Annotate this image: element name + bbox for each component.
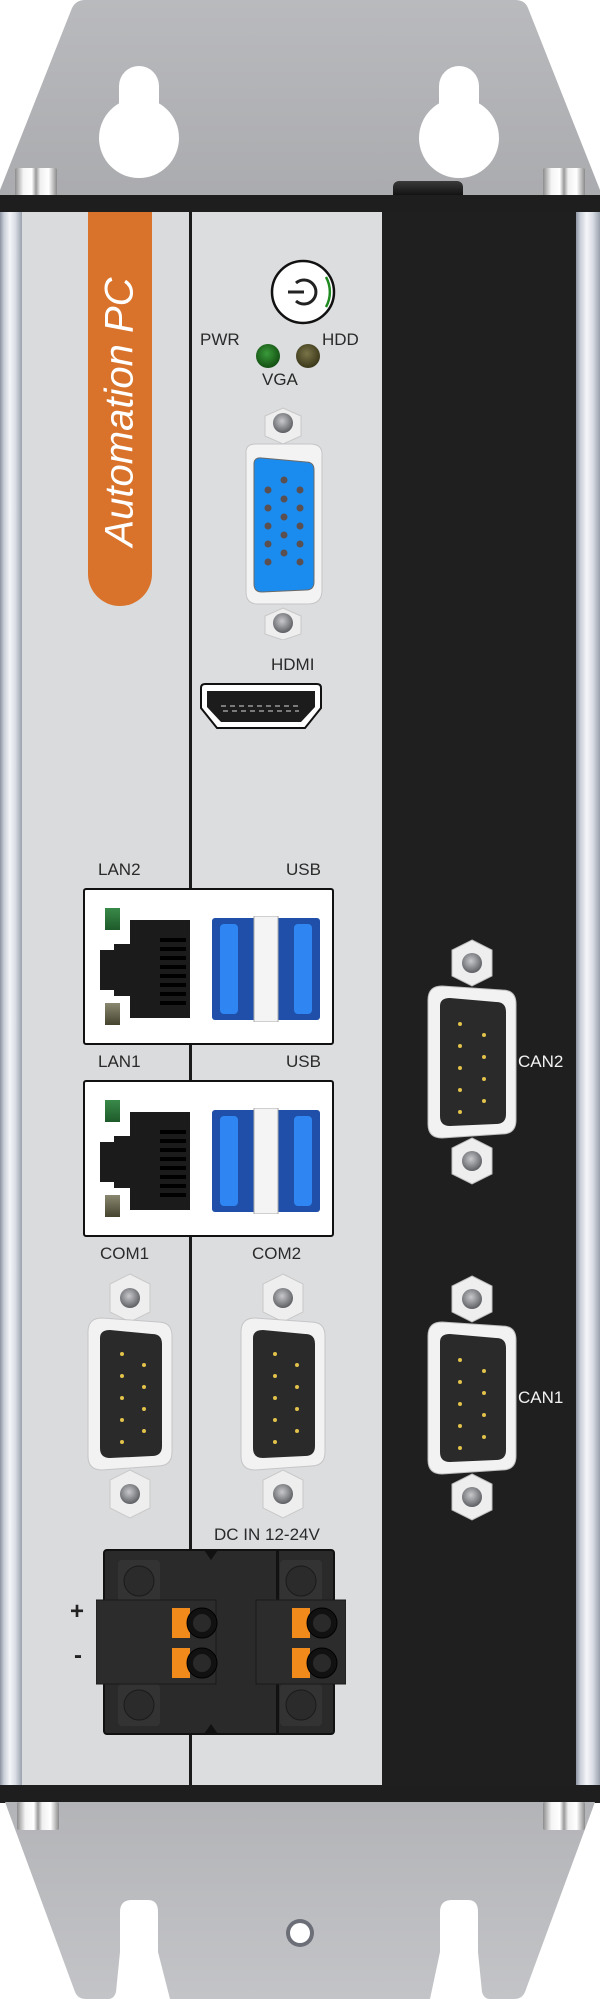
dc-in-label: DC IN 12-24V (214, 1525, 320, 1544)
screw-icon (462, 1151, 482, 1171)
screw-icon (273, 1288, 293, 1308)
pwr-label: PWR (200, 330, 240, 349)
lan2-link-led-icon (105, 908, 120, 930)
usb-top-label: USB (286, 860, 321, 879)
lan2-usb-block (83, 888, 334, 1045)
keyhole-right (419, 66, 499, 178)
screw-icon (273, 613, 293, 633)
bottom-mounting-bracket (5, 1802, 595, 1999)
can1-db9-port[interactable] (424, 1272, 520, 1522)
com1-label: COM1 (100, 1244, 150, 1263)
vga-label: VGA (262, 370, 298, 389)
bottom-black-band (0, 1785, 600, 1803)
usb-bottom-label: USB (286, 1052, 321, 1071)
screw-icon (462, 1487, 482, 1507)
lan2-activity-led-icon (105, 1003, 120, 1025)
hdd-label: HDD (322, 330, 359, 349)
brand-label-text: Automation PC (97, 277, 142, 547)
left-side-rail (0, 212, 22, 1786)
com2-db9-port[interactable] (235, 1272, 331, 1522)
can1-label: CAN1 (518, 1388, 564, 1407)
hdmi-label: HDMI (271, 655, 315, 674)
lan1-label: LAN1 (98, 1052, 141, 1071)
standoff-bottom-right (543, 1802, 585, 1830)
hdd-led-icon (296, 344, 320, 368)
hdmi-port[interactable] (197, 682, 325, 734)
vga-port[interactable] (238, 400, 330, 640)
top-knob (393, 181, 463, 197)
plus-label: + (70, 1598, 85, 1625)
screw-icon (120, 1288, 140, 1308)
lan2-label: LAN2 (98, 860, 141, 879)
power-icon (270, 259, 336, 325)
dc-terminal-block[interactable] (96, 1548, 346, 1738)
screw-icon (462, 1289, 482, 1309)
right-side-rail (576, 212, 600, 1786)
com2-label: COM2 (252, 1244, 302, 1263)
lan1-activity-led-icon (105, 1195, 120, 1217)
lan1-usb-ports[interactable] (210, 1108, 322, 1214)
can2-db9-port[interactable] (424, 936, 520, 1186)
screw-icon (273, 413, 293, 433)
lan2-rj45-port[interactable] (100, 918, 192, 1020)
pwr-led-icon (256, 344, 280, 368)
top-mounting-bracket (0, 0, 600, 215)
standoff-bottom-left (17, 1802, 59, 1830)
standoff-top-right (543, 168, 585, 196)
top-black-band (0, 195, 600, 213)
lan1-rj45-port[interactable] (100, 1110, 192, 1212)
can2-label: CAN2 (518, 1052, 564, 1071)
keyhole-left (99, 66, 179, 178)
screw-icon (273, 1484, 293, 1504)
screw-icon (462, 953, 482, 973)
lan1-link-led-icon (105, 1100, 120, 1122)
com1-db9-port[interactable] (82, 1272, 178, 1522)
lan1-usb-block (83, 1080, 334, 1237)
minus-label: - (74, 1642, 82, 1669)
brand-label-band: Automation PC (88, 212, 152, 606)
power-button[interactable] (270, 259, 336, 325)
standoff-top-left (15, 168, 57, 196)
lan2-usb-ports[interactable] (210, 916, 322, 1022)
screw-icon (120, 1484, 140, 1504)
